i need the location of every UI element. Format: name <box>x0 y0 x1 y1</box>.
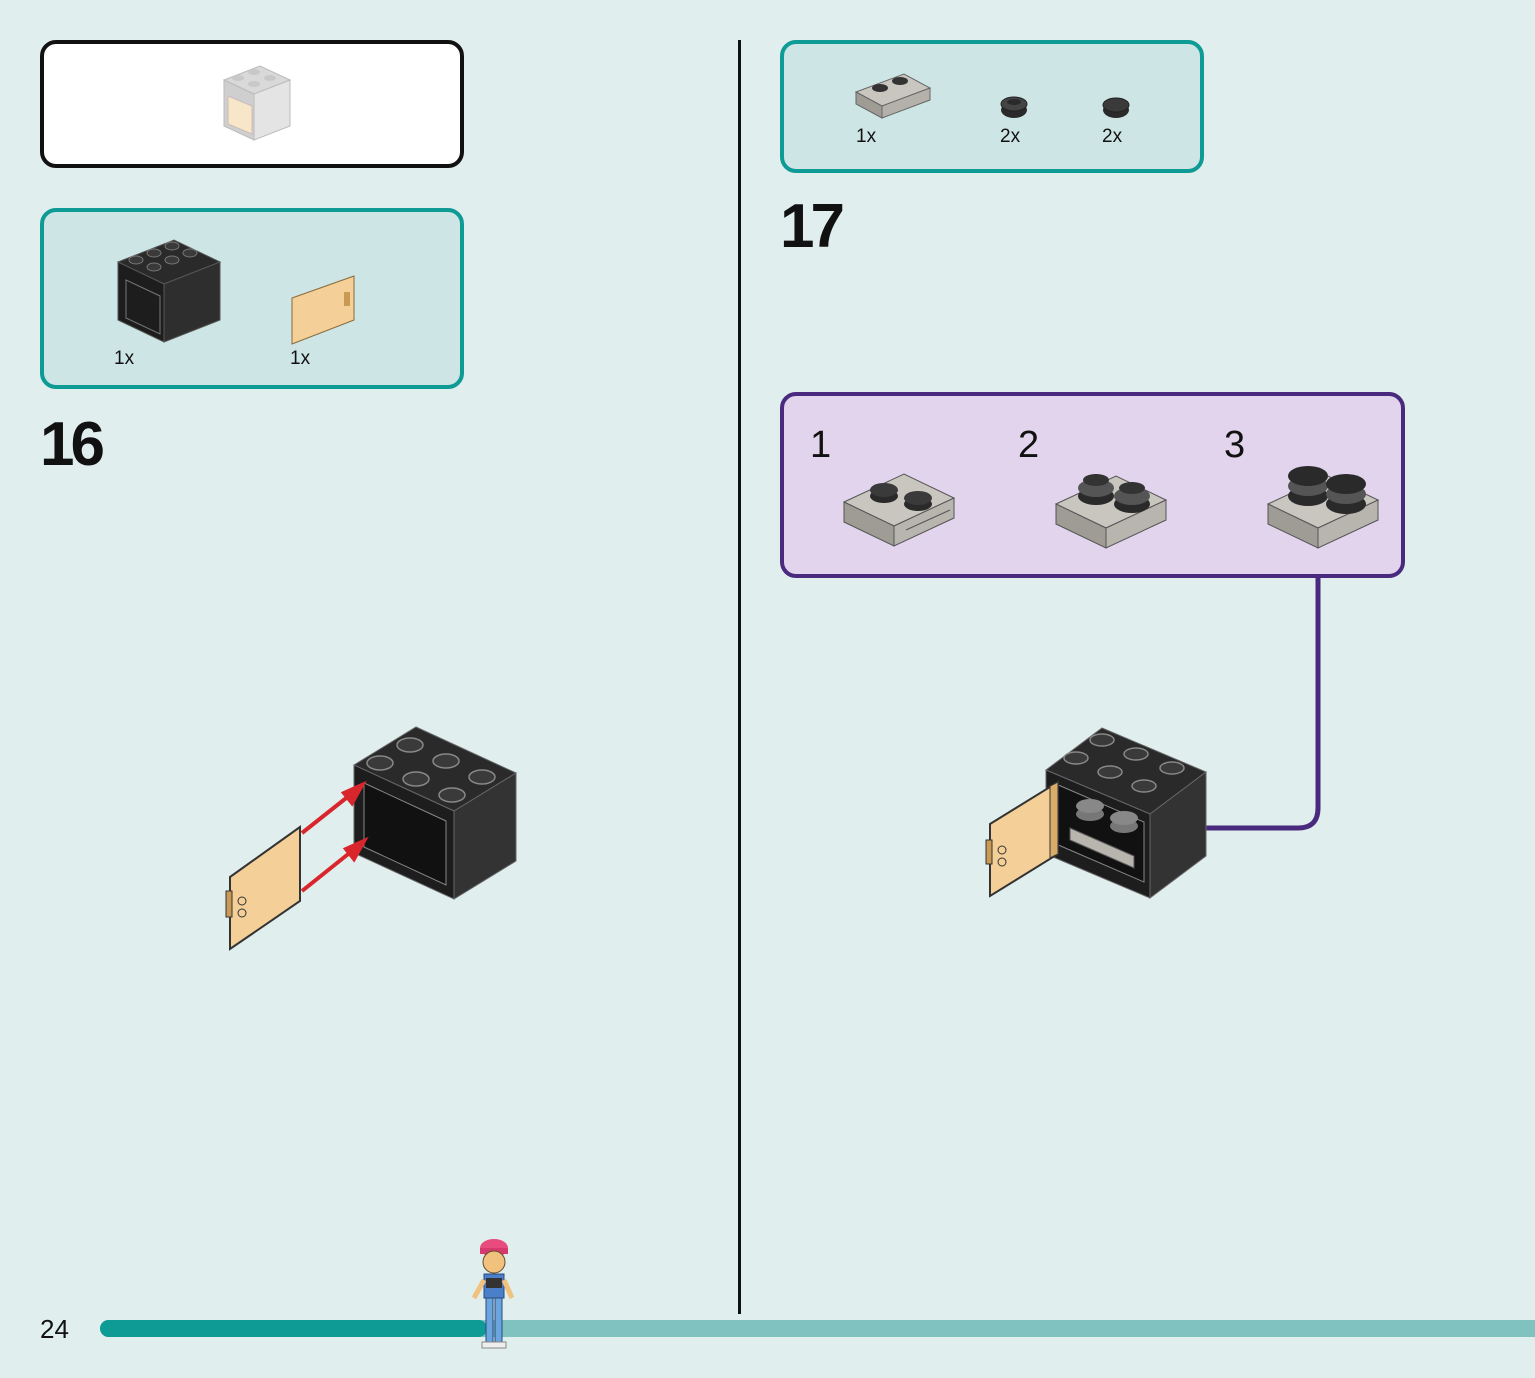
substep-plates-stacked-icon <box>1054 474 1168 549</box>
round-tile-icon <box>1102 97 1130 118</box>
page-divider <box>738 40 741 1314</box>
substep-rail-plate-icon <box>842 473 956 547</box>
cupboard-door-icon <box>291 275 355 345</box>
substep-number: 2 <box>1018 424 1040 466</box>
cupboard-brick-icon <box>116 239 222 343</box>
minifigure-mascot-icon <box>471 1239 515 1349</box>
progress-bar-fill <box>100 1320 488 1337</box>
step-number: 17 <box>780 192 845 261</box>
part-qty: 2x <box>1000 126 1021 147</box>
part-qty: 1x <box>114 348 135 369</box>
step17-assembly-illustration <box>985 727 1207 899</box>
page-number: 24 <box>40 1314 69 1344</box>
step-number: 16 <box>40 410 105 479</box>
oven-assembled-preview-icon <box>222 65 292 141</box>
round-plate-icon <box>1000 96 1028 118</box>
substep-tiles-stacked-icon <box>1266 466 1380 549</box>
step16-assembly-illustration <box>225 726 518 951</box>
substep-number: 1 <box>810 424 832 466</box>
substep-number: 3 <box>1224 424 1246 466</box>
part-qty: 2x <box>1102 126 1123 147</box>
part-qty: 1x <box>290 348 311 369</box>
part-qty: 1x <box>856 126 877 147</box>
substep-box: 1 2 3 <box>780 392 1405 578</box>
step17-parts-box: 1x 2x 2x <box>780 40 1204 173</box>
progress-bar <box>100 1320 1535 1337</box>
step16-parts-box: 1x 1x <box>40 208 464 389</box>
rail-plate-icon <box>854 73 932 119</box>
finished-model-box <box>40 40 464 168</box>
